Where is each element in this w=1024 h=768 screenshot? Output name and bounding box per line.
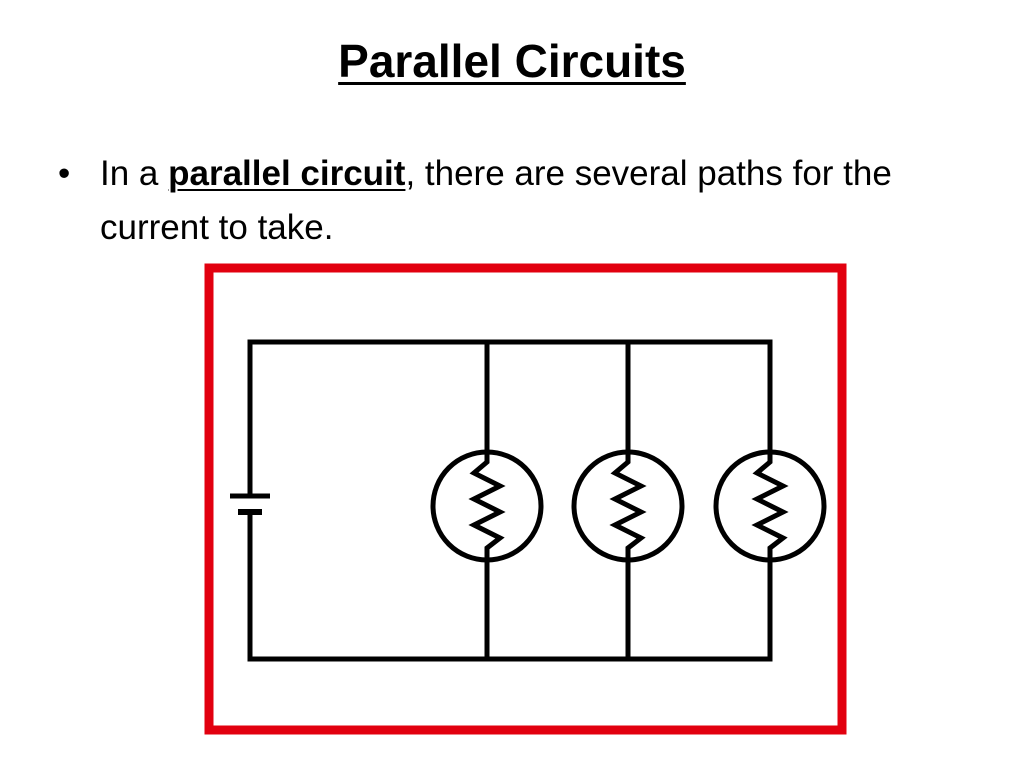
bullet-intro: In a	[100, 154, 169, 193]
battery-icon	[230, 493, 270, 515]
branch-1	[430, 342, 544, 659]
bullet-marker: •	[58, 154, 71, 193]
resistor-3-zigzag-icon	[751, 452, 789, 560]
branch-2	[571, 342, 685, 659]
key-term: parallel circuit	[168, 154, 406, 193]
bullet-point: • In a parallel circuit, there are sever…	[58, 147, 988, 255]
bullet-rest: , there are several paths for the curren…	[100, 154, 892, 247]
resistor-1-zigzag-icon	[468, 452, 506, 560]
slide-title: Parallel Circuits	[338, 35, 686, 87]
branch-3	[713, 342, 827, 659]
diagram-frame	[204, 263, 847, 735]
resistor-2-zigzag-icon	[609, 452, 647, 560]
bullet-text: In a parallel circuit, there are several…	[100, 147, 988, 255]
